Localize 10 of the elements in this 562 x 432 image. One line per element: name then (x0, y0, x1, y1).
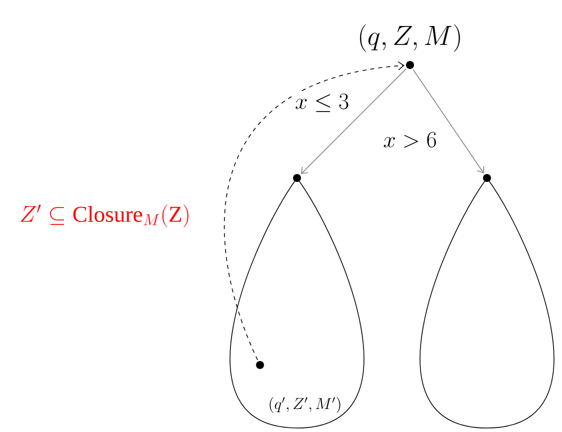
state-label: $(q', Z', M')$ (270, 396, 340, 413)
edge-label: $x > 6$ (382, 130, 438, 150)
edge-label: $Z' \subseteq \mathrm{Closure}_M(\mathrm{Z})$ (18, 203, 192, 229)
dot (483, 174, 491, 182)
dot (293, 174, 301, 182)
arrow (300, 68, 406, 174)
arrow (412, 69, 484, 174)
arrow (224, 61, 404, 360)
edge-label: $x \leq 3$ (294, 92, 350, 114)
state-label: $(q, Z, M)$ (360, 24, 460, 52)
